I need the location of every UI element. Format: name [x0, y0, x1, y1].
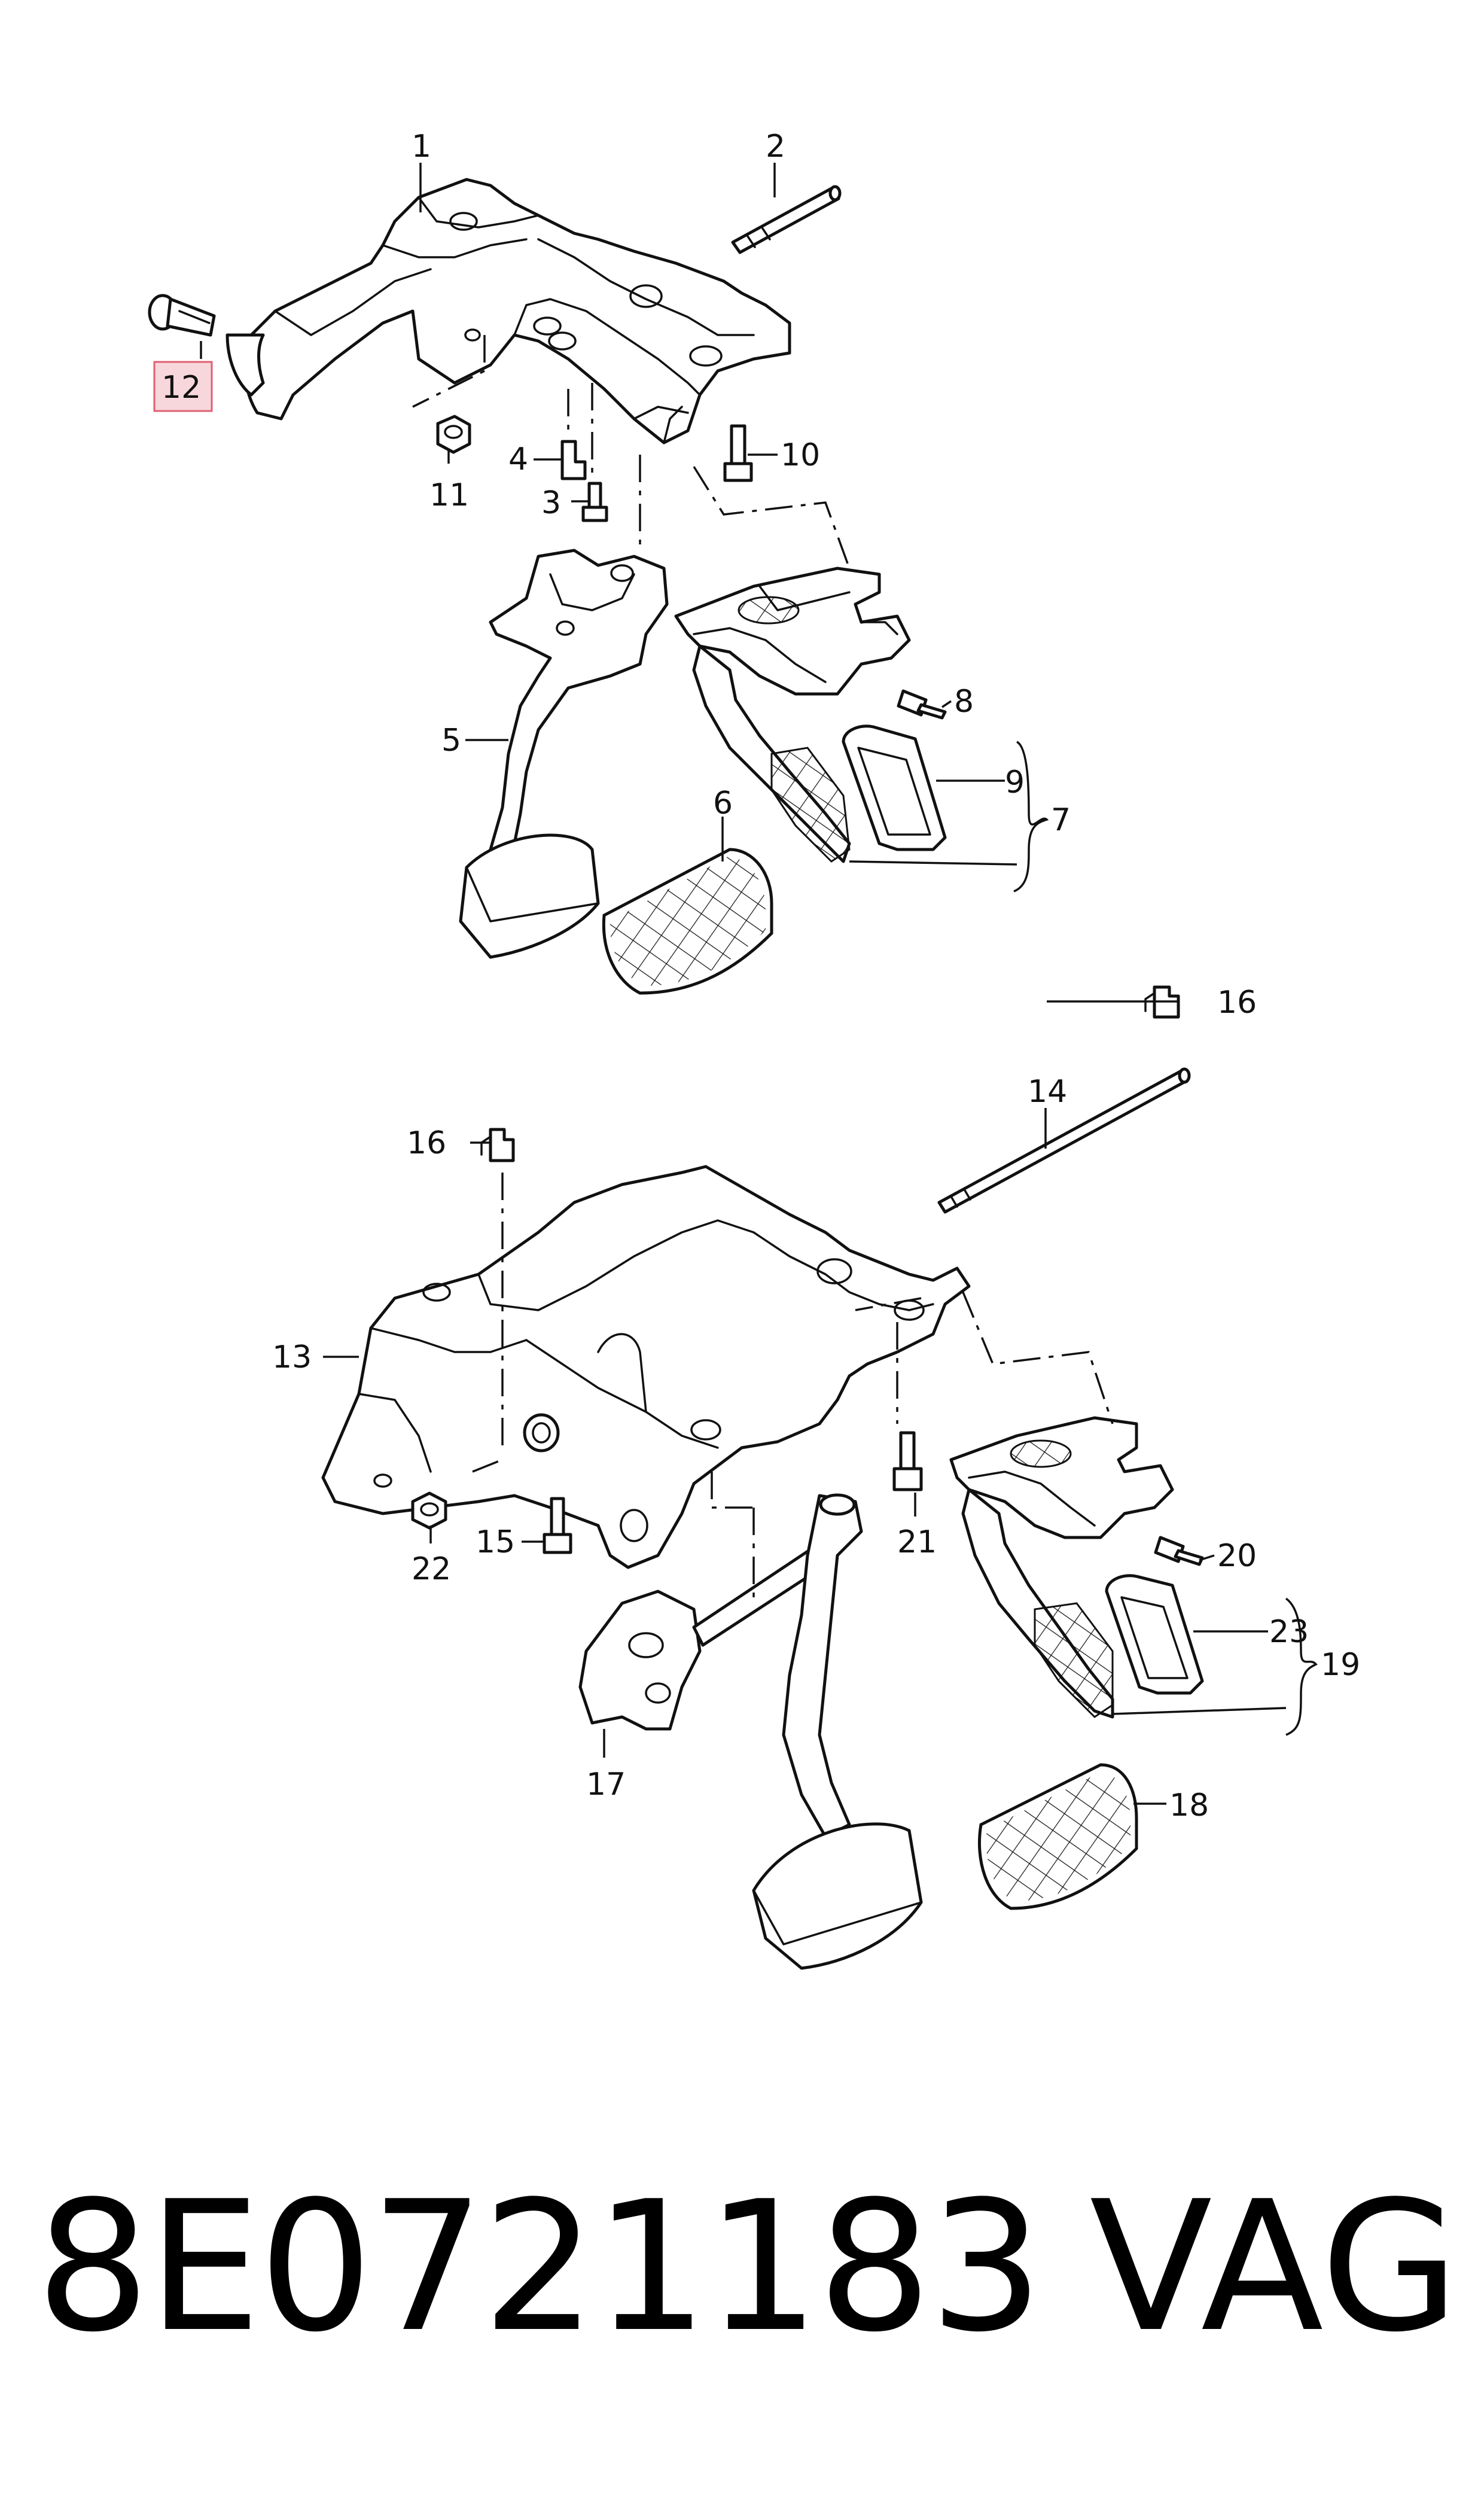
- brake-pedal-17: [578, 1493, 923, 1970]
- callout-23: 23: [1269, 1614, 1309, 1650]
- shaft-2: [731, 185, 842, 254]
- pedal-pad-18: [977, 1763, 1138, 1910]
- bolt-15: [543, 1497, 572, 1554]
- callout-20: 20: [1217, 1538, 1257, 1574]
- callout-13: 13: [272, 1339, 312, 1375]
- screw-8: [897, 689, 947, 720]
- callout-16-right: 16: [1217, 985, 1257, 1021]
- clip-16-left: [480, 1128, 515, 1162]
- callout-1: 1: [412, 129, 431, 165]
- callout-3: 3: [541, 485, 561, 521]
- nut-11: [436, 415, 471, 454]
- callout-2: 2: [766, 129, 785, 165]
- clutch-pedal-5: [459, 549, 669, 959]
- nut-22: [411, 1491, 447, 1530]
- callout-14: 14: [1028, 1074, 1067, 1110]
- shaft-14: [937, 1067, 1191, 1214]
- pedal-insert-9: [842, 724, 947, 851]
- pivot-pin-12: [148, 294, 216, 337]
- pedal-insert-23: [1105, 1574, 1204, 1695]
- assembly-lines-upper: [412, 335, 851, 569]
- part-number: 8E0721183: [36, 2163, 1044, 2371]
- bolt-21: [892, 1431, 923, 1491]
- screw-20: [1154, 1536, 1204, 1566]
- pedal-bracket-1: [226, 178, 791, 444]
- callout-11: 11: [429, 477, 469, 513]
- callout-18: 18: [1169, 1788, 1209, 1823]
- clip-4: [560, 440, 587, 480]
- bolt-10: [723, 424, 753, 482]
- callout-17: 17: [586, 1767, 626, 1803]
- callout-12: 12: [161, 370, 201, 406]
- bolt-3: [581, 482, 608, 522]
- callout-16-left: 16: [407, 1125, 446, 1161]
- callout-9: 9: [1005, 765, 1025, 800]
- brand-name: VAG: [1089, 2163, 1459, 2371]
- callout-21: 21: [897, 1524, 937, 1560]
- leader-lines: [200, 163, 1318, 1805]
- accelerator-module-7: [674, 567, 911, 863]
- callout-22: 22: [412, 1551, 451, 1587]
- callout-15: 15: [476, 1524, 515, 1560]
- callout-4: 4: [508, 442, 528, 477]
- callout-6: 6: [713, 785, 733, 821]
- pedal-pad-6: [602, 848, 773, 995]
- callout-19: 19: [1321, 1647, 1360, 1683]
- callout-7: 7: [1051, 802, 1071, 838]
- callout-5: 5: [441, 723, 461, 759]
- callout-8: 8: [954, 684, 974, 720]
- assembly-lines-lower: [472, 1173, 1114, 1603]
- accelerator-module-19: [949, 1416, 1174, 1719]
- callout-10: 10: [781, 437, 820, 473]
- callout-12-highlight: [153, 361, 213, 412]
- footer: 8E0721183 VAG: [36, 2178, 1459, 2429]
